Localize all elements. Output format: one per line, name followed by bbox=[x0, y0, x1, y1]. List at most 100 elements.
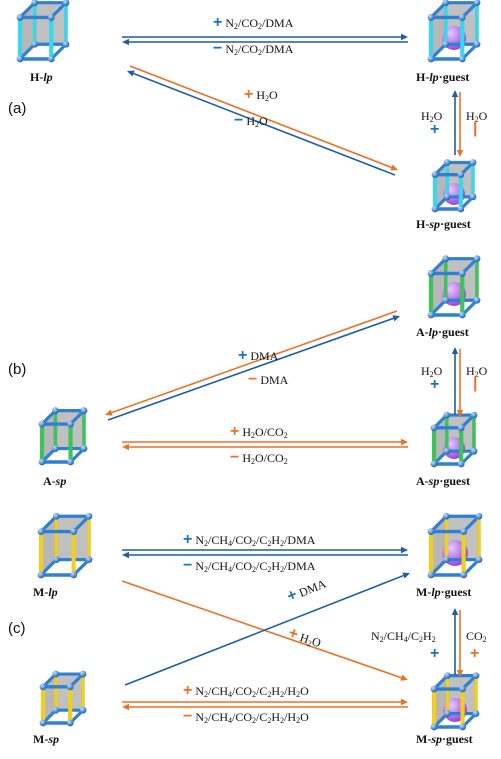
c-vert-plus: + bbox=[430, 645, 440, 662]
frame-node bbox=[66, 683, 74, 691]
frame-node bbox=[473, 296, 481, 304]
frame-strut bbox=[462, 558, 481, 577]
frame-strut bbox=[429, 1, 448, 20]
frame-node bbox=[80, 407, 88, 414]
a-diag-minus-label: − H2O bbox=[234, 112, 268, 130]
label-a-sp-guest: A-sp·guest bbox=[416, 474, 471, 488]
c-bottom-plus-label: + N2/CH4/CO2/C2H2/H2O bbox=[183, 682, 309, 700]
frame-node bbox=[457, 205, 465, 213]
b-vert-right-label: H2O bbox=[466, 364, 488, 379]
minus-sign: − bbox=[183, 708, 193, 725]
frame-node bbox=[427, 311, 435, 319]
frame-strut bbox=[429, 42, 448, 61]
framework-cube bbox=[430, 672, 480, 731]
c-vert-right-label: CO2 bbox=[466, 629, 487, 644]
frame-node bbox=[66, 719, 74, 727]
b-diag-plus-label: + DMA bbox=[238, 347, 279, 364]
c-vert-left-label: N2/CH4/C2H2 bbox=[371, 629, 436, 644]
c-top-plus-label: + N2/CH4/CO2/C2H2/DMA bbox=[183, 531, 316, 549]
minus-sign: − bbox=[248, 371, 258, 388]
frame-strut bbox=[18, 42, 37, 61]
arrow-a-vert-up bbox=[451, 90, 459, 155]
frame-node bbox=[427, 14, 435, 21]
frame-node bbox=[430, 424, 438, 432]
arrow-b-horiz-forward bbox=[122, 438, 408, 446]
arrow-a-diag-forward bbox=[129, 65, 398, 171]
a-bottom-arrow-label: − N2/CO2/DMA bbox=[213, 40, 294, 58]
frame-node bbox=[442, 255, 450, 263]
frame-node bbox=[79, 670, 87, 678]
arrow-c-top-reverse bbox=[122, 551, 408, 559]
arrow-c-cross-blue bbox=[124, 572, 410, 686]
frame-node bbox=[470, 447, 478, 455]
frame-node bbox=[79, 706, 87, 714]
arrow-c-bottom-forward bbox=[122, 698, 408, 706]
label-a-sp: A-sp bbox=[43, 474, 67, 488]
frame-node bbox=[62, 40, 70, 48]
framework-cube bbox=[427, 0, 481, 63]
frame-node bbox=[52, 407, 59, 414]
arrow-c-vert-down bbox=[456, 610, 464, 677]
arrow-c-top-forward bbox=[122, 546, 408, 554]
minus-sign: − bbox=[230, 449, 240, 466]
b-vert-plus: + bbox=[430, 376, 440, 393]
minus-sign: − bbox=[213, 40, 223, 57]
arrow-c-cross-orange bbox=[121, 580, 408, 681]
frame-strut bbox=[460, 257, 479, 276]
frame-node bbox=[442, 0, 450, 7]
frame-node bbox=[431, 205, 439, 213]
frame-node bbox=[442, 40, 450, 48]
arrow-c-bottom-reverse bbox=[122, 703, 408, 711]
frame-node bbox=[39, 719, 47, 727]
frame-node bbox=[470, 411, 478, 419]
panel-label-b: (b) bbox=[8, 361, 27, 378]
frame-node bbox=[473, 255, 481, 263]
a-diag-plus-label: + H2O bbox=[244, 86, 278, 104]
frame-node bbox=[67, 458, 74, 466]
frame-node bbox=[469, 159, 477, 166]
framework-cube bbox=[38, 407, 88, 466]
label-m-sp: M-sp bbox=[33, 732, 59, 746]
framework-cube bbox=[427, 255, 481, 319]
frame-strut bbox=[49, 1, 68, 20]
a-vert-right-label: H2O bbox=[466, 109, 488, 124]
frame-node bbox=[62, 0, 70, 7]
frame-node bbox=[52, 445, 59, 452]
frame-strut bbox=[429, 298, 448, 317]
frame-node bbox=[80, 445, 88, 452]
frame-node bbox=[458, 14, 466, 21]
frame-node bbox=[16, 14, 24, 21]
arrow-a-forward bbox=[122, 33, 408, 41]
frame-strut bbox=[39, 558, 58, 577]
arrow-b-diag-reverse bbox=[105, 310, 398, 416]
frame-node bbox=[473, 0, 481, 7]
label-m-sp-guest: M-sp·guest bbox=[416, 732, 473, 746]
frame-node bbox=[459, 723, 466, 731]
frame-node bbox=[443, 193, 451, 201]
plus-sign: + bbox=[244, 86, 254, 103]
frame-node bbox=[443, 411, 451, 419]
panel-label-a: (a) bbox=[8, 100, 27, 117]
frame-node bbox=[16, 55, 24, 63]
label-m-lp-guest: M-lp·guest bbox=[416, 585, 472, 599]
frame-node bbox=[427, 528, 435, 536]
frame-node bbox=[37, 528, 45, 536]
b-horiz-plus-label: + H2O/CO2 bbox=[230, 423, 288, 441]
label-m-lp: M-lp bbox=[33, 585, 58, 599]
plus-sign: + bbox=[213, 14, 223, 31]
frame-node bbox=[472, 710, 480, 717]
arrow-b-diag-forward bbox=[107, 315, 400, 421]
frame-node bbox=[31, 40, 39, 48]
frame-node bbox=[52, 512, 60, 520]
frame-strut bbox=[72, 514, 91, 534]
frame-node bbox=[38, 458, 46, 466]
arrow-b-vert-up bbox=[451, 347, 459, 415]
frame-node bbox=[469, 193, 477, 201]
frame-node bbox=[85, 556, 93, 564]
b-horiz-minus-label: − H2O/CO2 bbox=[230, 449, 288, 467]
minus-sign: − bbox=[234, 112, 244, 129]
frame-node bbox=[442, 556, 450, 564]
panel-label-c: (c) bbox=[8, 620, 26, 637]
arrow-a-diag-reverse bbox=[127, 70, 396, 176]
label-a-lp-guest: A-lp·guest bbox=[416, 325, 469, 339]
